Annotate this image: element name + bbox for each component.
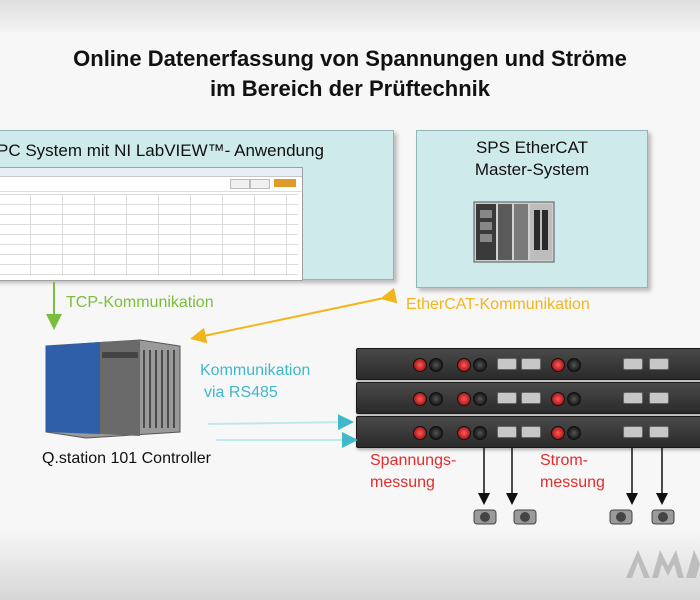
plc-device-icon — [473, 201, 555, 263]
connector-icon — [649, 392, 669, 404]
sensor-icon — [513, 509, 537, 525]
socket-icon — [551, 358, 565, 372]
rs485-arrow — [207, 414, 354, 431]
connector-icon — [521, 392, 541, 404]
labview-grid — [0, 194, 298, 276]
background-band — [0, 0, 700, 32]
socket-icon — [429, 426, 443, 440]
labview-button-icon — [250, 179, 270, 189]
title-line-2: im Bereich der Prüftechnik — [210, 76, 490, 101]
measurement-module-icon — [356, 348, 700, 380]
labview-logo-icon — [274, 179, 296, 187]
title-line-1: Online Datenerfassung von Spannungen und… — [73, 46, 627, 71]
connector-icon — [497, 358, 517, 370]
labview-button-icon — [230, 179, 250, 189]
connector-icon — [623, 392, 643, 404]
connector-icon — [497, 392, 517, 404]
slide-title: Online Datenerfassung von Spannungen und… — [0, 44, 700, 104]
sps-title-line-2: Master-System — [474, 160, 590, 179]
controller-label: Q.station 101 Controller — [42, 450, 211, 467]
pc-system-title: PC System mit NI LabVIEW™- Anwendung — [0, 141, 324, 160]
socket-icon — [457, 392, 471, 406]
labview-toolbar — [0, 177, 302, 192]
connector-icon — [623, 426, 643, 438]
socket-icon — [567, 358, 581, 372]
sps-master-title: SPS EtherCAT Master-System — [417, 137, 647, 181]
socket-icon — [413, 358, 427, 372]
spannung-label-line-2: messung — [370, 474, 435, 491]
socket-icon — [567, 426, 581, 440]
connector-icon — [623, 358, 643, 370]
strom-label: Strom- messung — [540, 450, 605, 494]
logo-watermark — [626, 550, 700, 578]
measurement-module-icon — [356, 416, 700, 448]
measurement-module-icon — [356, 382, 700, 414]
spannung-label: Spannungs- messung — [370, 450, 456, 494]
socket-icon — [567, 392, 581, 406]
socket-icon — [473, 358, 487, 372]
socket-icon — [413, 392, 427, 406]
ethercat-label: EtherCAT-Kommunikation — [406, 296, 590, 313]
socket-icon — [429, 392, 443, 406]
socket-icon — [551, 392, 565, 406]
connector-icon — [649, 358, 669, 370]
rs485-label-line-2: via RS485 — [204, 384, 278, 401]
socket-icon — [457, 358, 471, 372]
strom-label-line-1: Strom- — [540, 452, 588, 469]
rs485-label-line-1: Kommunikation — [200, 362, 311, 379]
connector-icon — [649, 426, 669, 438]
socket-icon — [429, 358, 443, 372]
connector-icon — [497, 426, 517, 438]
ethercat-arrow — [190, 287, 398, 344]
socket-icon — [473, 392, 487, 406]
tcp-label: TCP-Kommunikation — [66, 294, 214, 311]
labview-titlebar — [0, 168, 302, 177]
socket-icon — [473, 426, 487, 440]
socket-icon — [551, 426, 565, 440]
connector-icon — [521, 358, 541, 370]
strom-label-line-2: messung — [540, 474, 605, 491]
rs485-label: Kommunikation via RS485 — [200, 360, 310, 404]
pc-system-panel: PC System mit NI LabVIEW™- Anwendung — [0, 130, 394, 281]
labview-window-icon — [0, 167, 303, 281]
sensor-icon — [651, 509, 675, 525]
sensor-icon — [609, 509, 633, 525]
background-bottom — [0, 530, 700, 600]
spannung-label-line-1: Spannungs- — [370, 452, 457, 469]
sensor-icon — [473, 509, 497, 525]
controller-device-icon — [45, 339, 181, 439]
socket-icon — [413, 426, 427, 440]
sps-title-line-1: SPS EtherCAT — [475, 138, 589, 157]
connector-icon — [521, 426, 541, 438]
socket-icon — [457, 426, 471, 440]
